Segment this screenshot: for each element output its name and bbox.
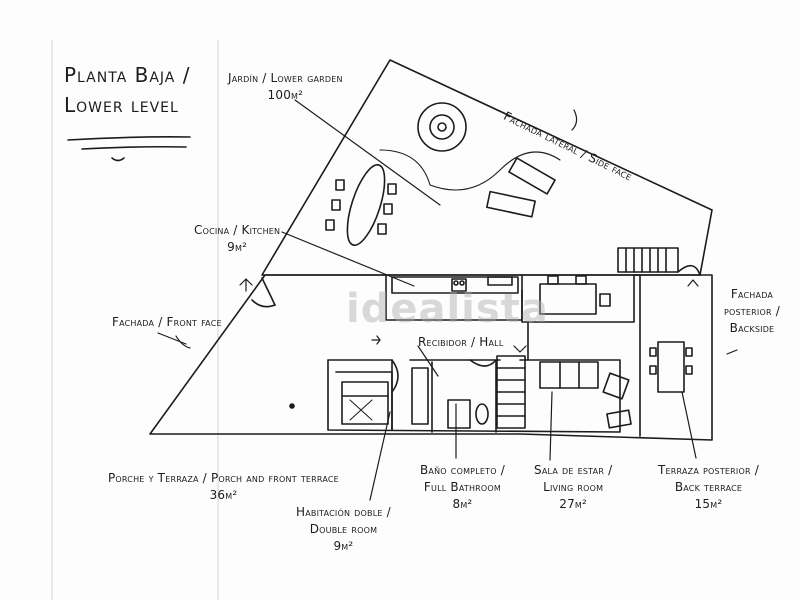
label-leader-lines [157,99,738,501]
back-terrace-table [649,341,693,393]
label-kitchen: Cocina / Kitchen 9m² [194,223,281,254]
garden-planting [379,149,561,191]
label-garden: Jardín / Lower garden 100m² [228,71,343,102]
living-armchair [602,372,632,429]
label-double-room: Habitación doble / Double room 9m² [296,505,391,553]
house-walls [327,274,641,437]
paper-margin-lines [51,39,219,600]
label-front-face: Fachada / Front face [112,315,222,329]
label-porch: Porche y Terraza / Porch and front terra… [108,471,339,502]
bathroom-fixtures [411,367,489,429]
double-bed [341,381,389,425]
indoor-dining-table [539,275,611,315]
label-hall: Recibidor / Hall [418,335,504,349]
label-living-room: Sala de estar / Living room 27m² [534,463,613,511]
living-sofa [539,361,599,389]
door-arrows [239,278,699,353]
porch-marker-dot [289,403,295,409]
watermark-text: idealista [346,286,549,332]
front-door-swing [251,277,276,308]
hall-door-swing [391,359,497,393]
title-underline [67,136,191,162]
kitchen-counter [391,276,519,294]
page-title: Planta Baja / Lower level [64,63,191,117]
interior-stairs [496,355,526,429]
garden-dining-table [325,164,397,246]
label-back-terrace: Terraza posterior / Back terrace 15m² [658,463,759,511]
label-backside: Fachada posterior / Backside [724,287,780,335]
garden-sun-loungers [486,157,556,218]
garden-stairs [617,247,701,276]
label-bathroom: Baño completo / Full Bathroom 8m² [420,463,505,511]
garden-tree [417,102,467,152]
